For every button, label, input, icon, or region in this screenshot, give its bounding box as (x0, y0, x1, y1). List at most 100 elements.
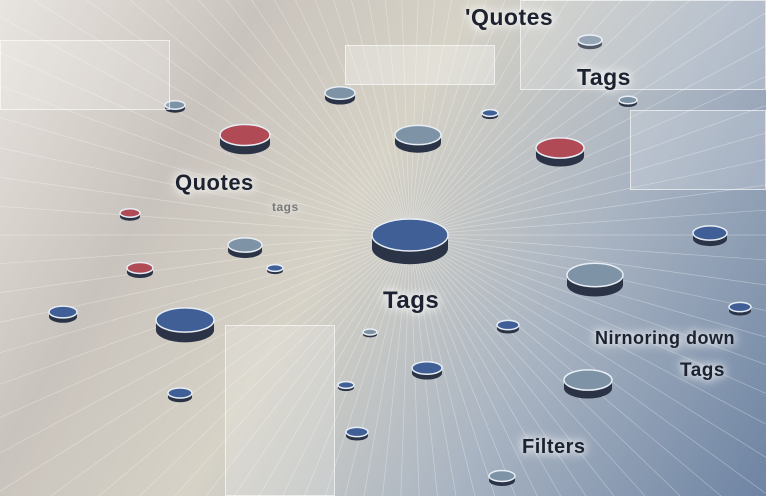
connection-line (409, 234, 646, 496)
network-node (126, 261, 154, 279)
connection-line (409, 234, 766, 425)
text-panel-top-left (0, 40, 170, 110)
network-node (219, 123, 271, 155)
network-node (48, 305, 78, 323)
connection-line (409, 234, 496, 496)
connection-line (0, 177, 411, 236)
connection-line (0, 234, 411, 454)
connection-line (344, 234, 411, 496)
connection-line (205, 234, 411, 496)
connection-line (409, 234, 561, 496)
network-node (362, 328, 378, 338)
network-node (481, 108, 499, 120)
connection-line (226, 0, 411, 236)
connection-line (0, 52, 411, 236)
connection-line (409, 0, 525, 236)
connection-line (409, 0, 452, 236)
network-node (371, 218, 449, 265)
network-node (345, 426, 369, 441)
connection-line (409, 234, 538, 496)
network-node (577, 34, 603, 50)
network-node (488, 469, 516, 487)
connection-line (274, 0, 411, 236)
connection-line (409, 234, 766, 365)
label-quotes-top: 'Quotes (465, 4, 554, 30)
connection-line (0, 117, 411, 236)
connection-line (33, 0, 411, 236)
connection-line (351, 0, 411, 236)
connection-line (233, 234, 411, 496)
network-node (394, 124, 442, 153)
label-tags-center: Tags (383, 287, 440, 314)
connection-line (409, 234, 766, 494)
connection-line (282, 234, 411, 496)
connection-line (382, 234, 411, 496)
network-node (119, 208, 141, 221)
connection-line (324, 234, 411, 496)
connection-line (139, 234, 411, 496)
connection-line (384, 0, 411, 236)
connection-line (409, 0, 487, 236)
connection-line (409, 0, 691, 236)
connection-line (409, 0, 734, 236)
connection-line (0, 234, 411, 293)
connection-line (174, 234, 411, 496)
connection-line (409, 0, 654, 236)
connection-line (333, 0, 411, 236)
connection-line (0, 234, 411, 353)
label-tags-top: Tags (577, 64, 631, 90)
connection-line (401, 0, 411, 236)
network-node (496, 319, 520, 334)
network-node (227, 237, 263, 259)
network-node (692, 225, 728, 247)
connection-line (304, 234, 411, 496)
connection-line (86, 0, 411, 236)
connection-line (409, 209, 766, 236)
connection-line (409, 234, 766, 394)
connection-line (409, 76, 766, 236)
text-panel-top-right (520, 0, 766, 90)
connection-line (295, 0, 411, 236)
connection-line (409, 234, 681, 496)
label-filters: Filters (522, 436, 586, 458)
network-node (155, 307, 215, 343)
connection-line (409, 0, 436, 236)
connection-line (409, 45, 766, 236)
label-tags-right: Tags (680, 360, 725, 381)
connection-line (409, 234, 615, 496)
connection-line (166, 0, 411, 236)
connection-line (198, 0, 411, 236)
connection-line (409, 0, 546, 236)
connection-line (409, 234, 766, 261)
label-tags-faint: tags (272, 200, 299, 214)
connection-line (0, 16, 411, 236)
connection-line (0, 234, 411, 265)
network-node (535, 137, 585, 167)
connection-line (409, 0, 469, 236)
connection-line (409, 234, 587, 496)
network-node (167, 387, 193, 403)
connection-line (129, 0, 411, 236)
network-node (563, 369, 613, 399)
connection-line (314, 0, 411, 236)
connection-line (409, 105, 766, 236)
connection-line (409, 132, 766, 236)
label-quotes-left: Quotes (175, 170, 254, 195)
connection-line (0, 234, 411, 385)
network-node (324, 85, 356, 105)
connection-line (409, 158, 766, 236)
connection-line (368, 0, 411, 236)
network-node (337, 380, 355, 392)
connection-line (0, 147, 411, 236)
connection-line (409, 234, 476, 496)
text-panel-top-center (345, 45, 495, 85)
network-node (164, 100, 186, 113)
connection-line (0, 234, 411, 492)
network-node (566, 262, 624, 297)
text-panel-right (630, 110, 766, 190)
connection-line (409, 234, 516, 496)
label-narrowing-down: Nirnoring down (595, 328, 735, 348)
connection-line (363, 234, 411, 496)
connection-line (409, 234, 766, 458)
